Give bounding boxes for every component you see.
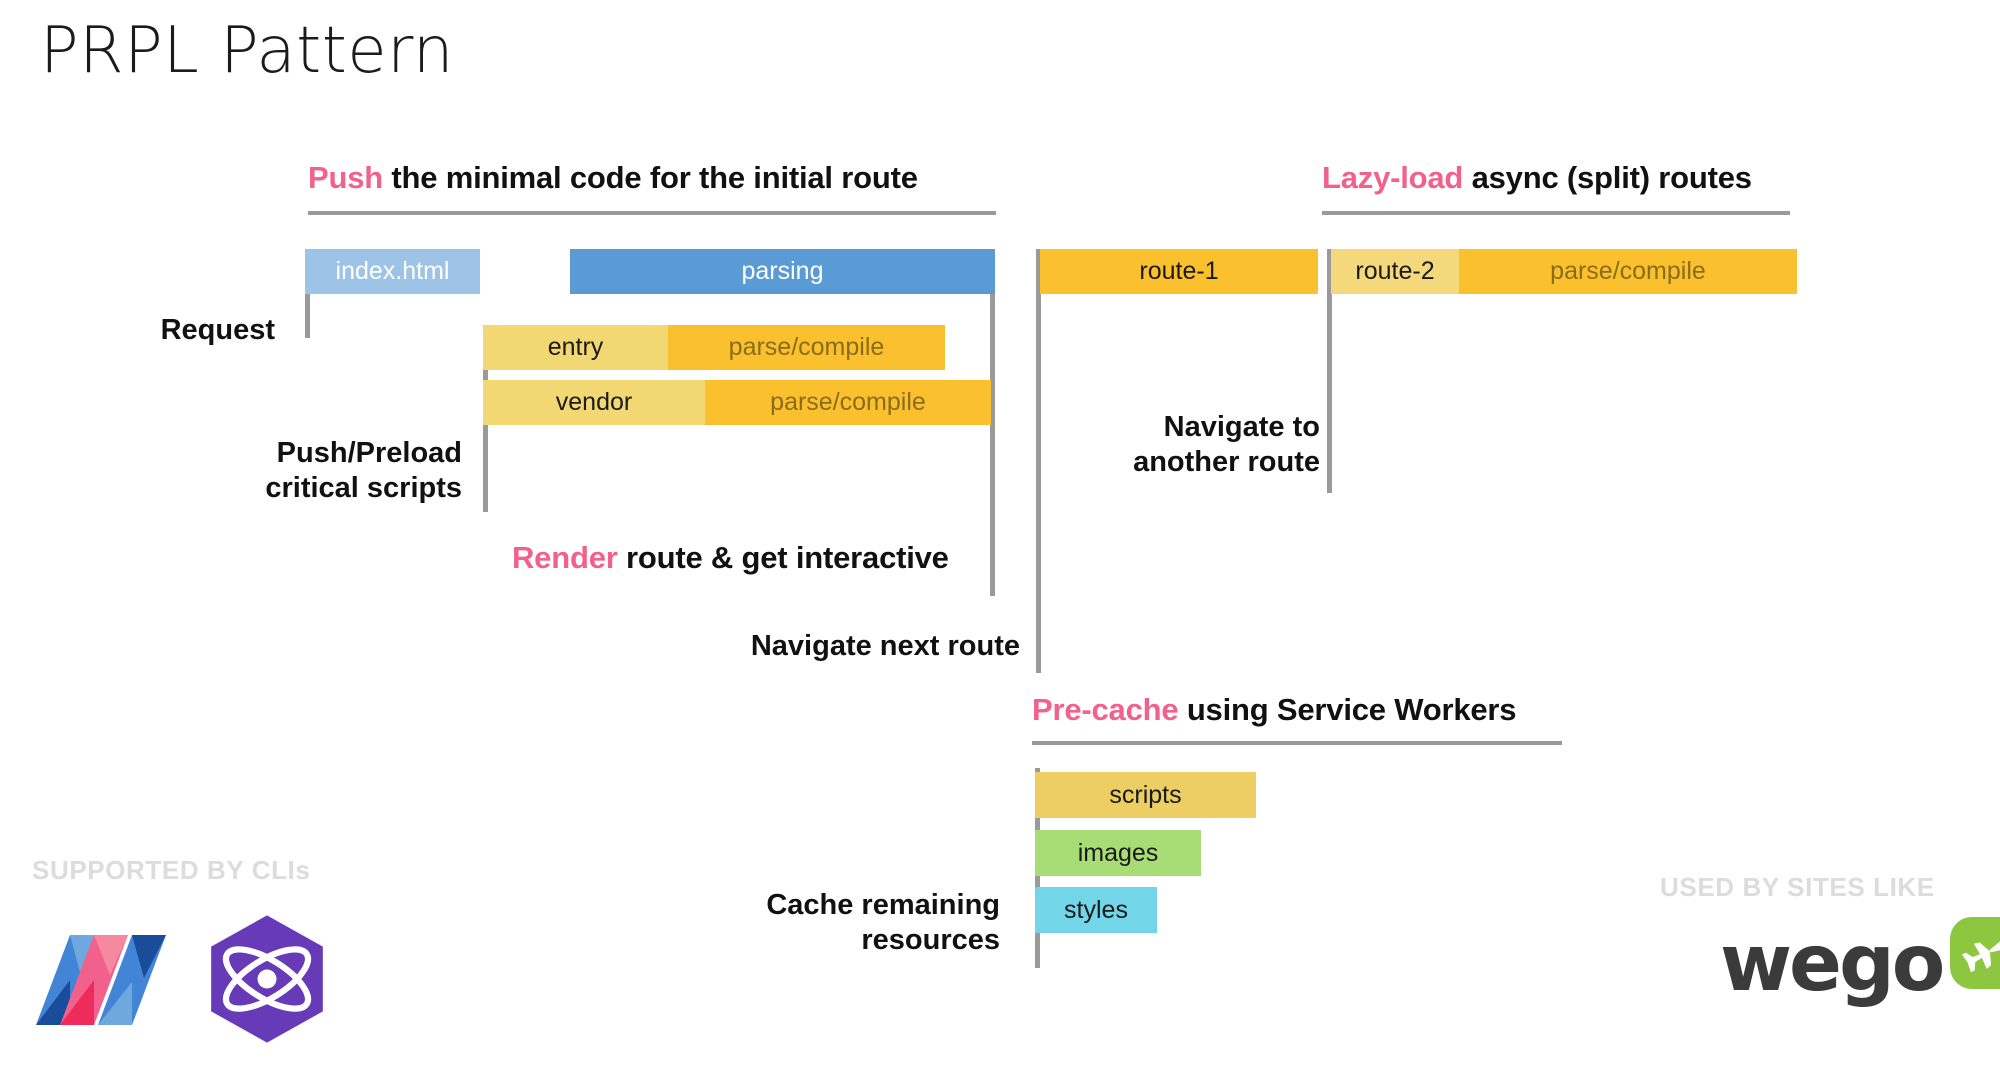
polymer-logo bbox=[32, 920, 172, 1040]
bar-segment-scripts: scripts bbox=[1035, 772, 1256, 818]
section-heading-push-accent: Push bbox=[308, 160, 383, 195]
section-heading-push-rest: the minimal code for the initial route bbox=[383, 160, 918, 195]
bar-segment-styles: styles bbox=[1035, 887, 1157, 933]
bar-entry[interactable]: entry parse/compile bbox=[483, 325, 945, 370]
bar-segment-entry-parse-compile: parse/compile bbox=[668, 325, 945, 370]
bar-segment-index-html: index.html bbox=[305, 249, 480, 294]
row-label-request: Request bbox=[160, 314, 275, 346]
page-title: PRPL Pattern bbox=[40, 14, 454, 88]
bar-segment-images: images bbox=[1035, 830, 1201, 876]
bar-route-2[interactable]: route-2 parse/compile bbox=[1331, 249, 1797, 294]
row-label-navigate-next-route: Navigate next route bbox=[750, 630, 1020, 662]
timeline-rule-route-2 bbox=[1327, 249, 1332, 493]
bar-images[interactable]: images bbox=[1035, 830, 1201, 876]
bar-index-html[interactable]: index.html bbox=[305, 249, 480, 294]
footer-used-by-label: USED BY SITES LIKE bbox=[1660, 872, 1935, 902]
bar-parsing[interactable]: parsing bbox=[570, 249, 995, 294]
polymer-logo-icon bbox=[36, 935, 166, 1025]
section-heading-precache: Pre-cache using Service Workers bbox=[1032, 692, 1517, 728]
bar-segment-vendor-parse-compile: parse/compile bbox=[705, 380, 991, 425]
preact-logo-icon bbox=[211, 915, 323, 1043]
bar-segment-vendor-name: vendor bbox=[483, 380, 705, 425]
bar-segment-parsing: parsing bbox=[570, 249, 995, 294]
timeline-rule-parsing-end bbox=[990, 249, 995, 596]
timeline-rule-navigate-next bbox=[1036, 249, 1041, 673]
section-heading-lazy-load: Lazy-load async (split) routes bbox=[1322, 160, 1752, 196]
preact-logo bbox=[200, 912, 334, 1046]
section-heading-push: Push the minimal code for the initial ro… bbox=[308, 160, 918, 196]
footer-supported-by-label: SUPPORTED BY CLIs bbox=[32, 855, 311, 885]
section-heading-lazy-load-rest: async (split) routes bbox=[1463, 160, 1752, 195]
bar-vendor[interactable]: vendor parse/compile bbox=[483, 380, 991, 425]
row-label-push-preload: Push/Preload critical scripts bbox=[265, 437, 462, 505]
bar-styles[interactable]: styles bbox=[1035, 887, 1157, 933]
bar-scripts[interactable]: scripts bbox=[1035, 772, 1256, 818]
section-heading-render-accent: Render bbox=[512, 540, 618, 575]
section-heading-render-rest: route & get interactive bbox=[617, 540, 949, 575]
bar-segment-route-2-name: route-2 bbox=[1331, 249, 1459, 294]
section-rule-lazy-load bbox=[1322, 211, 1790, 215]
section-rule-precache bbox=[1032, 741, 1562, 745]
bar-route-1[interactable]: route-1 bbox=[1040, 249, 1318, 294]
section-heading-precache-rest: using Service Workers bbox=[1178, 692, 1517, 727]
wego-plane-icon bbox=[1950, 917, 2000, 989]
wego-logo: wego bbox=[1720, 917, 2000, 1009]
wego-wordmark: wego bbox=[1720, 919, 1945, 1009]
section-heading-precache-accent: Pre-cache bbox=[1032, 692, 1179, 727]
section-heading-render: Render route & get interactive bbox=[512, 540, 949, 576]
section-heading-lazy-load-accent: Lazy-load bbox=[1322, 160, 1464, 195]
row-label-navigate-another-route: Navigate to another route bbox=[1133, 411, 1320, 479]
row-label-cache-remaining: Cache remaining resources bbox=[766, 889, 1000, 957]
section-rule-push bbox=[308, 211, 996, 215]
bar-segment-route-2-parse-compile: parse/compile bbox=[1459, 249, 1797, 294]
bar-segment-route-1: route-1 bbox=[1040, 249, 1318, 294]
bar-segment-entry-name: entry bbox=[483, 325, 668, 370]
